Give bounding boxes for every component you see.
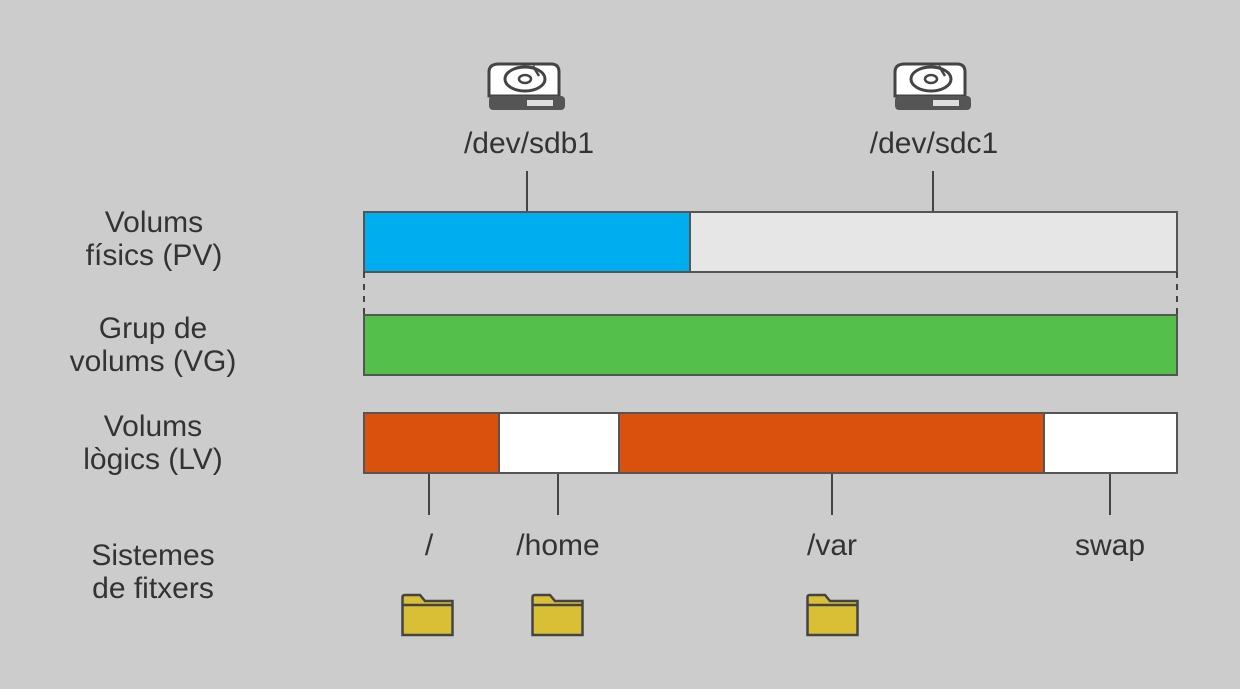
hard-drive-icon: [893, 62, 973, 112]
filesystems-row-label: Sistemes de fitxers: [38, 539, 268, 605]
pv-device-label-sdc1: /dev/sdc1: [869, 127, 999, 160]
pv-segment-sdb1: [363, 211, 691, 273]
folder-icon: [531, 593, 584, 637]
lv-label-line2: lògics (LV): [83, 443, 223, 476]
physical-volumes-row-label: Volums físics (PV): [39, 206, 269, 272]
vg-label-line1: Grup de: [98, 312, 208, 345]
pv-label-line2: físics (PV): [85, 239, 223, 272]
lv-segment-var: [618, 412, 1045, 474]
lv-label-line1: Volums: [103, 410, 203, 443]
vg-label-line2: volums (VG): [69, 345, 237, 378]
fs-label-line1: Sistemes: [91, 539, 215, 572]
lv-mount-label-var: /var: [806, 529, 858, 562]
volume-group-row-label: Grup de volums (VG): [38, 312, 268, 378]
lv-segment-swap: [1043, 412, 1178, 474]
hard-drive-icon: [487, 62, 567, 112]
lv-segment-home: [498, 412, 620, 474]
lv-mount-label-root: /: [424, 529, 434, 562]
lv-mount-label-home: /home: [516, 529, 600, 562]
lv-mount-label-swap: swap: [1074, 529, 1146, 562]
pv-device-label-sdb1: /dev/sdb1: [463, 127, 595, 160]
pv-segment-sdc1: [689, 211, 1178, 273]
fs-label-line2: de fitxers: [92, 572, 214, 605]
folder-icon: [806, 593, 859, 637]
folder-icon: [401, 593, 454, 637]
volume-group-bar: [363, 314, 1178, 376]
pv-label-line1: Volums: [104, 206, 204, 239]
lv-segment-root: [363, 412, 500, 474]
logical-volumes-row-label: Volums lògics (LV): [38, 410, 268, 476]
